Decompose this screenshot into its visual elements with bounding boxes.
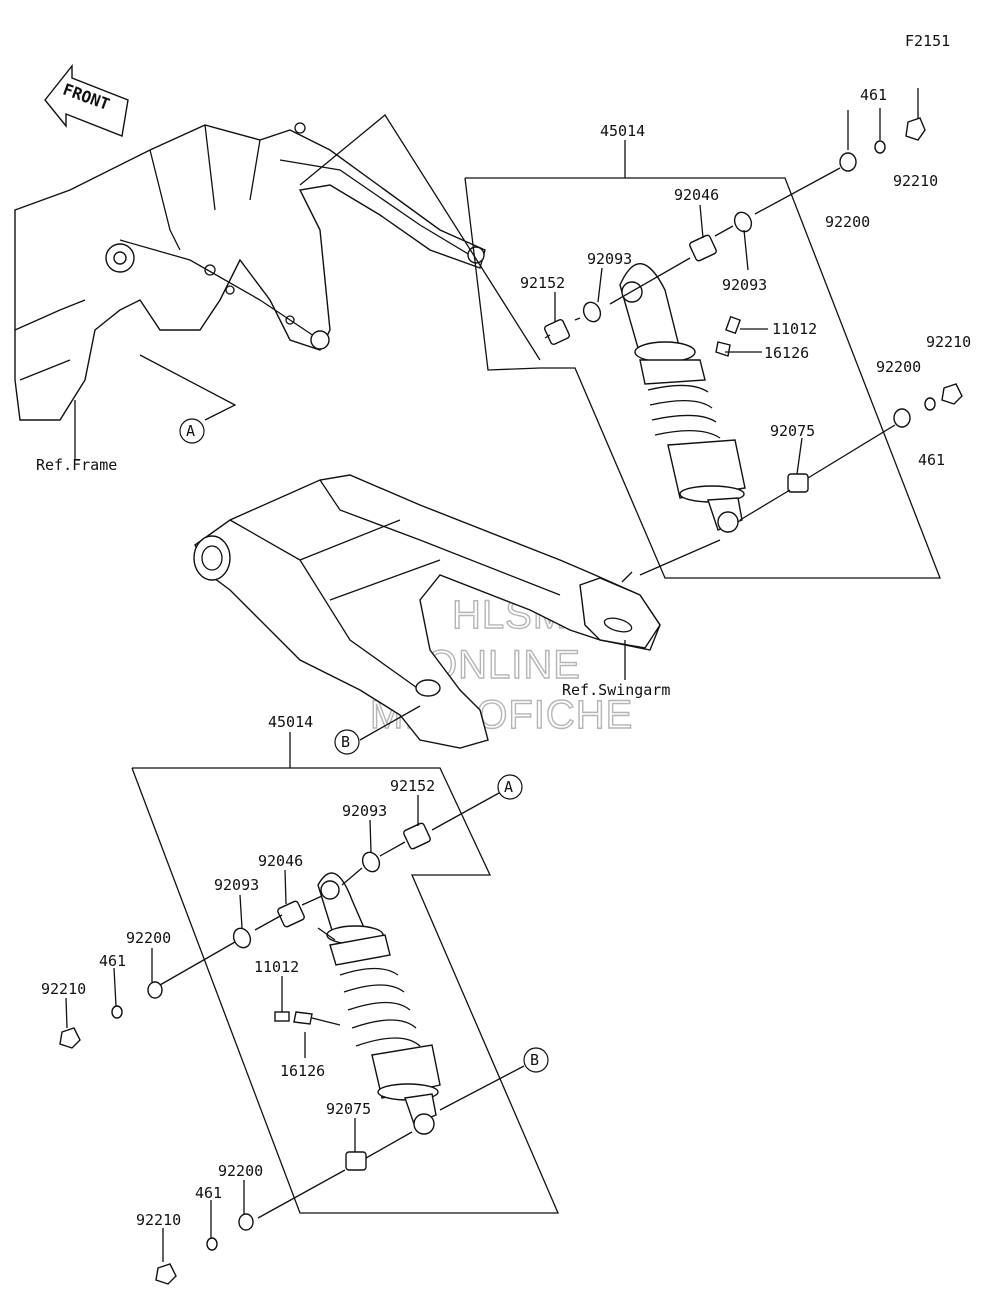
upper-label-92200-bottom: 92200 xyxy=(876,358,921,376)
upper-lockwasher-461-top xyxy=(874,140,886,154)
upper-nut-92210-bottom xyxy=(941,383,963,405)
upper-label-461-bottom: 461 xyxy=(918,451,945,469)
lower-assembly-number: 45014 xyxy=(268,713,313,731)
callout-b-middle: B xyxy=(334,729,360,755)
lower-assembly-outline xyxy=(131,732,559,1214)
lower-nut-92210 xyxy=(59,1027,81,1049)
ref-frame-label: Ref.Frame xyxy=(36,456,117,474)
lower-label-92093-left: 92093 xyxy=(214,876,259,894)
callout-a-upper: A xyxy=(179,418,205,444)
upper-valve-11012 xyxy=(725,315,741,335)
lower-lockwasher-461-bottom xyxy=(206,1237,218,1251)
lower-washer-92200 xyxy=(147,981,163,999)
lower-bushing-92075 xyxy=(345,1151,367,1171)
upper-label-92200-top: 92200 xyxy=(825,213,870,231)
lower-shock-absorber xyxy=(317,872,441,1135)
lower-valve-11012 xyxy=(274,1011,290,1022)
lower-label-92093-right: 92093 xyxy=(342,802,387,820)
figure-code: F2151 xyxy=(905,32,950,50)
lower-label-92152: 92152 xyxy=(390,777,435,795)
ref-swingarm-label: Ref.Swingarm xyxy=(562,681,670,699)
upper-washer-92200-bottom xyxy=(893,408,911,428)
callout-a-upper-label: A xyxy=(186,422,195,440)
upper-lockwasher-461-bottom xyxy=(924,397,936,411)
swingarm-drawing xyxy=(193,474,661,749)
lower-nut-92210-bottom xyxy=(155,1263,177,1285)
lower-label-461-bottom: 461 xyxy=(195,1184,222,1202)
upper-collar-92152 xyxy=(543,318,571,346)
lower-label-92200: 92200 xyxy=(126,929,171,947)
upper-bushing-92075 xyxy=(787,473,809,493)
lower-label-461: 461 xyxy=(99,952,126,970)
lower-label-92046: 92046 xyxy=(258,852,303,870)
lower-seal-92093-right xyxy=(361,851,381,873)
lower-bushing-92046 xyxy=(277,900,305,928)
upper-label-92152: 92152 xyxy=(520,274,565,292)
upper-seal-92093-left xyxy=(582,301,602,323)
upper-label-16126: 16126 xyxy=(764,344,809,362)
callout-b-lower: B xyxy=(523,1047,549,1073)
upper-label-92093-right: 92093 xyxy=(722,276,767,294)
upper-label-92210-top: 92210 xyxy=(893,172,938,190)
upper-label-92075: 92075 xyxy=(770,422,815,440)
upper-assembly-number: 45014 xyxy=(600,122,645,140)
lower-label-92075: 92075 xyxy=(326,1100,371,1118)
lower-washer-92200-bottom xyxy=(238,1213,254,1231)
upper-label-92210-bottom: 92210 xyxy=(926,333,971,351)
upper-seal-92093-right xyxy=(733,211,753,233)
lower-lockwasher-461 xyxy=(111,1005,123,1019)
front-arrow-icon: FRONT xyxy=(44,63,129,137)
upper-nut-92210-top xyxy=(905,117,926,141)
upper-assembly-outline xyxy=(464,140,941,579)
upper-label-461-top: 461 xyxy=(860,86,887,104)
lower-collar-92152 xyxy=(403,822,431,850)
lower-label-92210-bottom: 92210 xyxy=(136,1211,181,1229)
callout-a-lower: A xyxy=(497,774,523,800)
callout-b-middle-label: B xyxy=(341,733,350,751)
lower-seal-92093-left xyxy=(232,927,252,949)
watermark: HLSM ONLINE MICROFICHE xyxy=(369,592,633,737)
callout-b-lower-label: B xyxy=(530,1051,539,1069)
lower-label-92200-bottom: 92200 xyxy=(218,1162,263,1180)
frame-drawing xyxy=(14,122,486,461)
lower-label-11012: 11012 xyxy=(254,958,299,976)
upper-label-92093-left: 92093 xyxy=(587,250,632,268)
upper-shock-absorber xyxy=(619,263,746,533)
upper-label-92046: 92046 xyxy=(674,186,719,204)
upper-fitting-16126 xyxy=(715,341,731,357)
lower-label-16126: 16126 xyxy=(280,1062,325,1080)
callout-a-lower-label: A xyxy=(504,778,513,796)
lower-fitting-16126 xyxy=(293,1011,313,1025)
lower-label-92210: 92210 xyxy=(41,980,86,998)
upper-label-11012: 11012 xyxy=(772,320,817,338)
upper-washer-92200-top xyxy=(839,152,857,172)
upper-bushing-92046 xyxy=(689,234,717,262)
